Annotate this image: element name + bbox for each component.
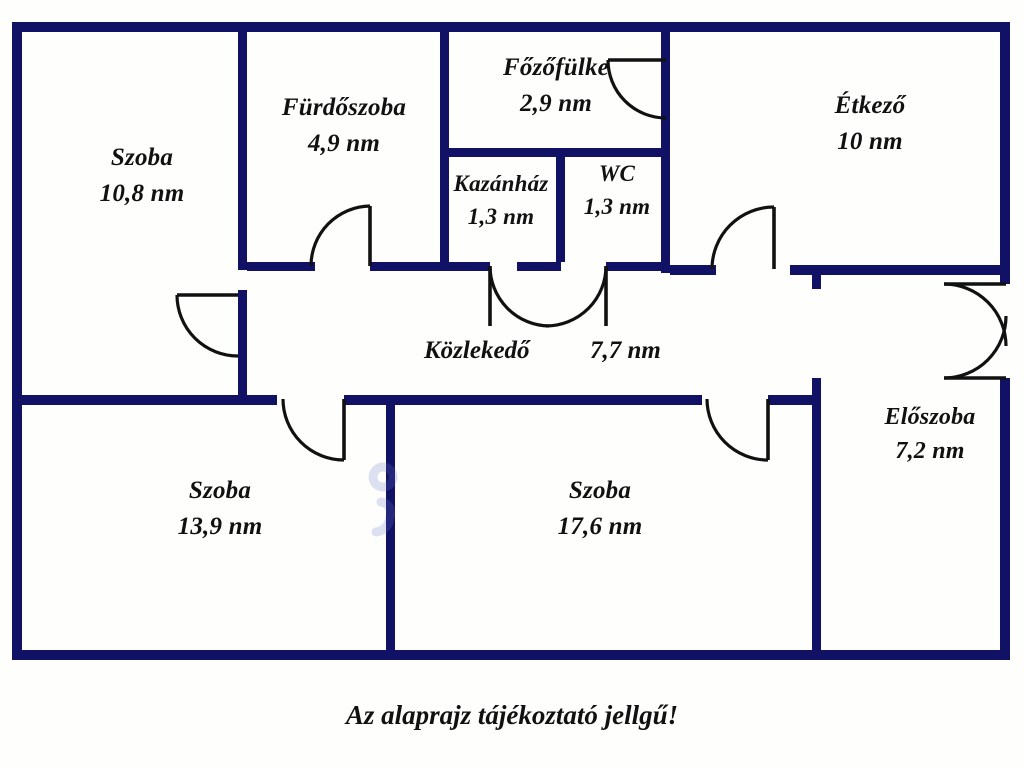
exterior-walls	[12, 22, 1010, 660]
room-area: 7,7 nm	[590, 337, 661, 364]
door-swings	[175, 58, 1008, 462]
room-label-kozlekedo: Közlekedő	[424, 337, 530, 365]
room-name: Közlekedő	[424, 337, 530, 364]
watermark	[368, 462, 398, 537]
room-area-kozlekedo: 7,7 nm	[590, 337, 661, 365]
interior-walls	[22, 32, 1010, 650]
plan-caption: Az alaprajz tájékoztató jellgű!	[345, 700, 679, 730]
